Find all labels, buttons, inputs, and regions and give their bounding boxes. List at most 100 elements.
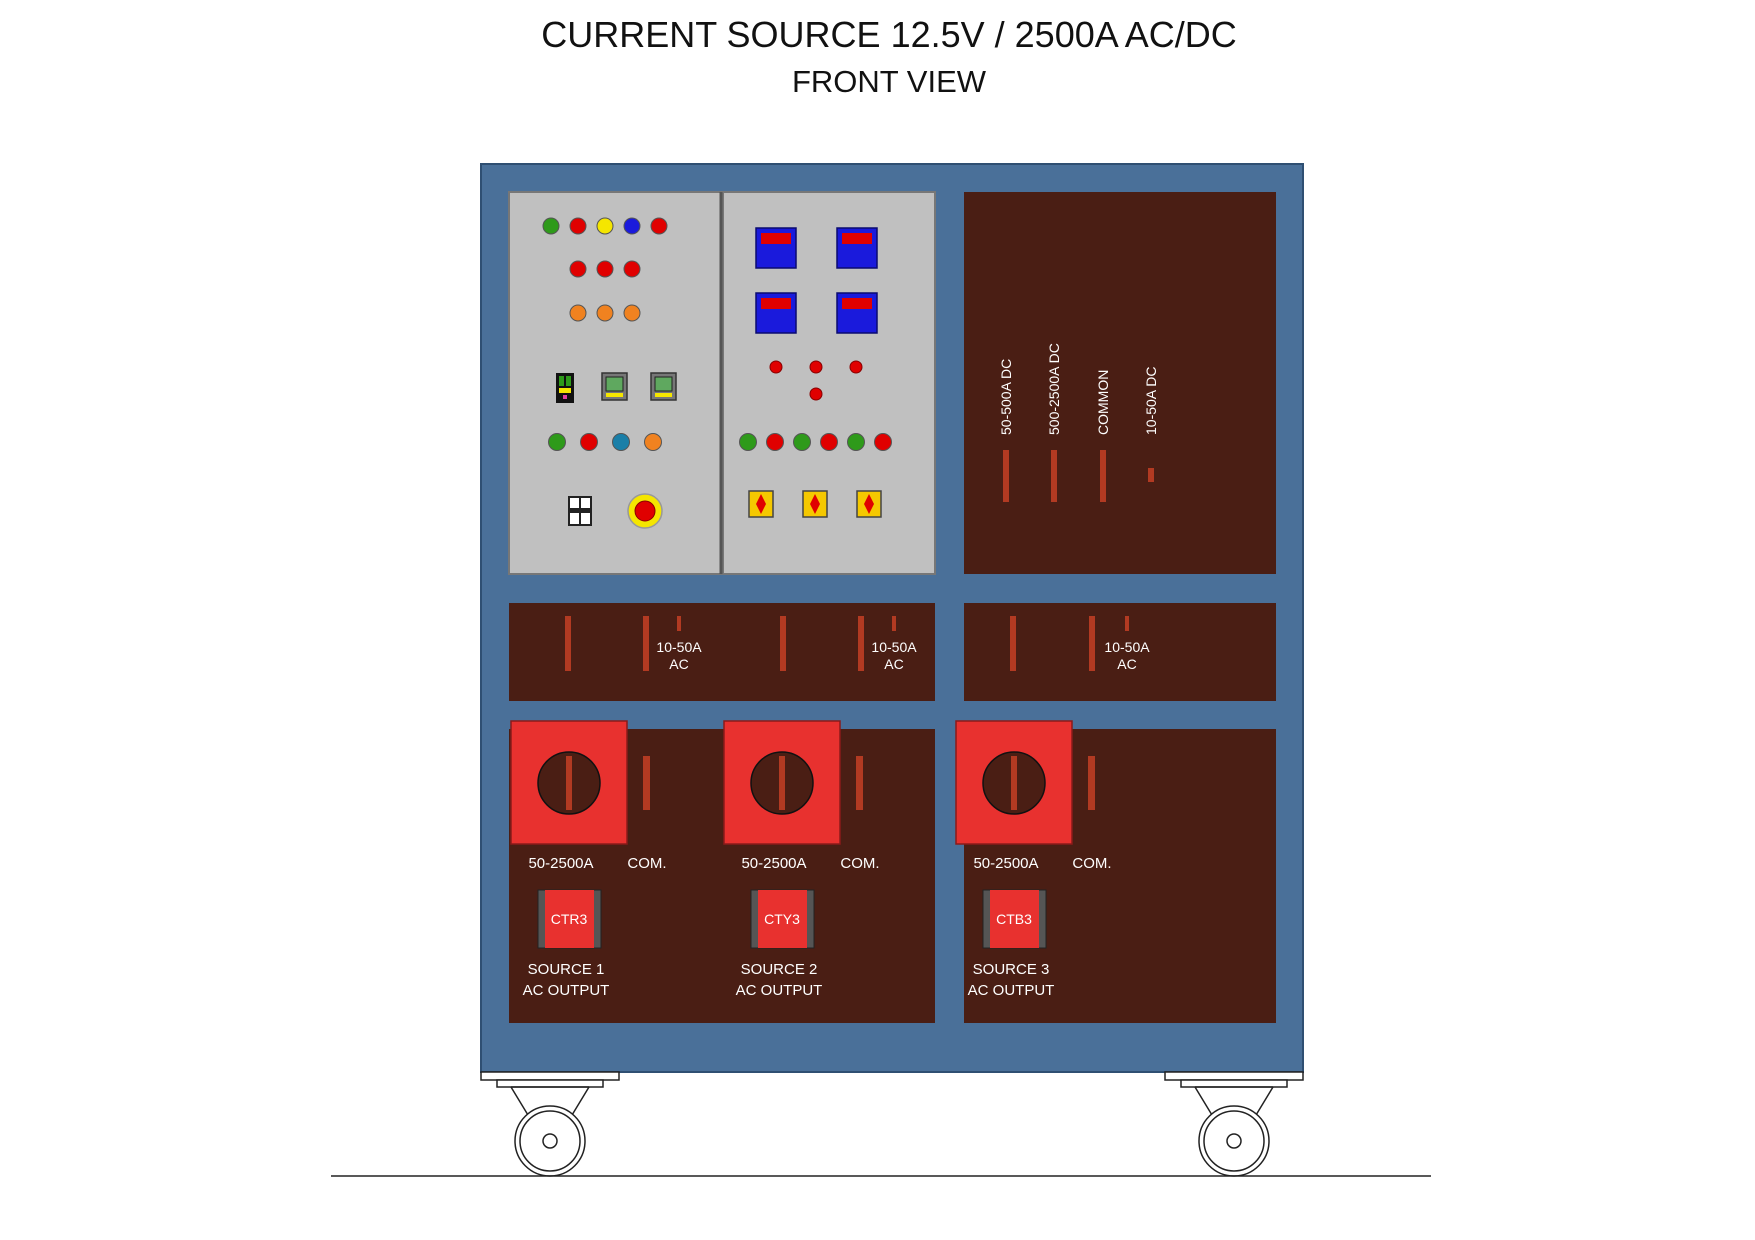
pilot-light-r1-2 [596,217,614,235]
range-label: 50-2500A [973,855,1038,872]
panel-meter-display-1 [842,233,872,244]
ac-low-label-line1-1: 10-50A [871,639,917,655]
range-switch-pointer [566,756,572,810]
panel-meters [755,227,878,334]
range-switch-pointer [1011,756,1017,810]
pushbutton-1 [580,433,598,451]
pilot-light-r3-2 [623,304,641,322]
caster-right [1164,1071,1304,1177]
common-label: COM. [627,855,666,872]
pushbutton-row [548,433,662,451]
ac-low-bar-5 [1089,616,1095,671]
indicator-light-1 [766,433,784,451]
breaker-face[interactable] [758,890,807,948]
ac-low-small-bar-0 [677,616,681,631]
ac-low-bar-1 [643,616,649,671]
common-terminal-bar [643,756,650,810]
meter-led-2 [849,360,863,374]
output-label: AC OUTPUT [523,982,610,999]
output-label: AC OUTPUT [968,982,1055,999]
source-name: SOURCE 1 [528,961,605,978]
breaker-label: CTY3 [764,911,800,927]
output-label: AC OUTPUT [736,982,823,999]
dc-terminal-label-3: 10-50A DC [1143,367,1159,435]
meter-leds [769,360,863,401]
common-terminal-bar [856,756,863,810]
source-name: SOURCE 3 [973,961,1050,978]
dc-output-panel [964,192,1276,574]
pilot-light-r1-4 [650,217,668,235]
range-switch-pointer [779,756,785,810]
pilot-light-r1-1 [569,217,587,235]
meter-led-3 [809,387,823,401]
pilot-light-r2-0 [569,260,587,278]
breaker-label: CTB3 [996,911,1032,927]
pilot-light-r2-1 [596,260,614,278]
pilot-lights-row1 [542,217,668,235]
meter-led-1 [809,360,823,374]
indicator-light-2 [793,433,811,451]
temperature-controller-1 [601,372,628,401]
ac-low-small-bar-2 [1125,616,1129,631]
ac-low-label-line2-2: AC [1117,656,1136,672]
ac-low-label-line2-0: AC [669,656,688,672]
temperature-controller-2 [650,372,677,401]
pushbutton-3 [644,433,662,451]
pilot-lights-row3 [569,304,641,322]
level-indicator [556,373,574,403]
meter-led-0 [769,360,783,374]
dc-terminal-label-2: COMMON [1095,370,1111,435]
indicator-light-3 [820,433,838,451]
ac-low-label-line1-0: 10-50A [656,639,702,655]
ac-low-bar-4 [1010,616,1016,671]
ac-low-bar-0 [565,616,571,671]
indicator-light-4 [847,433,865,451]
common-label: COM. [840,855,879,872]
range-selector-1[interactable] [802,490,828,518]
dc-terminal-label-0: 50-500A DC [998,359,1014,435]
dc-terminal-label-1: 500-2500A DC [1046,343,1062,435]
panel-meter-display-3 [842,298,872,309]
drawing-title: CURRENT SOURCE 12.5V / 2500A AC/DC [541,14,1237,55]
ac-low-label-line1-2: 10-50A [1104,639,1150,655]
range-label: 50-2500A [741,855,806,872]
ac-low-bar-2 [780,616,786,671]
breaker-face[interactable] [545,890,594,948]
caster-left [480,1071,620,1177]
pilot-lights-row2 [569,260,641,278]
indicator-light-0 [739,433,757,451]
pilot-light-r1-0 [542,217,560,235]
ac-low-label-line2-1: AC [884,656,903,672]
breaker-face[interactable] [990,890,1039,948]
pushbutton-0 [548,433,566,451]
common-label: COM. [1072,855,1111,872]
panel-meter-display-0 [761,233,791,244]
common-terminal-bar [1088,756,1095,810]
pilot-light-r2-2 [623,260,641,278]
dc-terminal-bar-1 [1051,450,1057,502]
main-selector-switch[interactable] [568,496,592,526]
range-selector-knob-0 [756,494,766,514]
ac-low-small-bar-1 [892,616,896,631]
emergency-stop-button[interactable] [627,493,663,529]
pilot-light-r3-1 [596,304,614,322]
pushbutton-2 [612,433,630,451]
indicator-lights-row [739,433,892,451]
range-selector-switches[interactable] [748,490,882,518]
dc-terminals: 50-500A DC 500-2500A DC COMMON 10-50A DC [998,343,1159,502]
panel-meter-display-2 [761,298,791,309]
dc-terminal-bar-3 [1148,468,1154,482]
dc-terminal-bar-0 [1003,450,1009,502]
indicator-light-5 [874,433,892,451]
ac-low-bar-3 [858,616,864,671]
pilot-light-r3-0 [569,304,587,322]
range-label: 50-2500A [528,855,593,872]
breaker-label: CTR3 [551,911,588,927]
source-name: SOURCE 2 [741,961,818,978]
